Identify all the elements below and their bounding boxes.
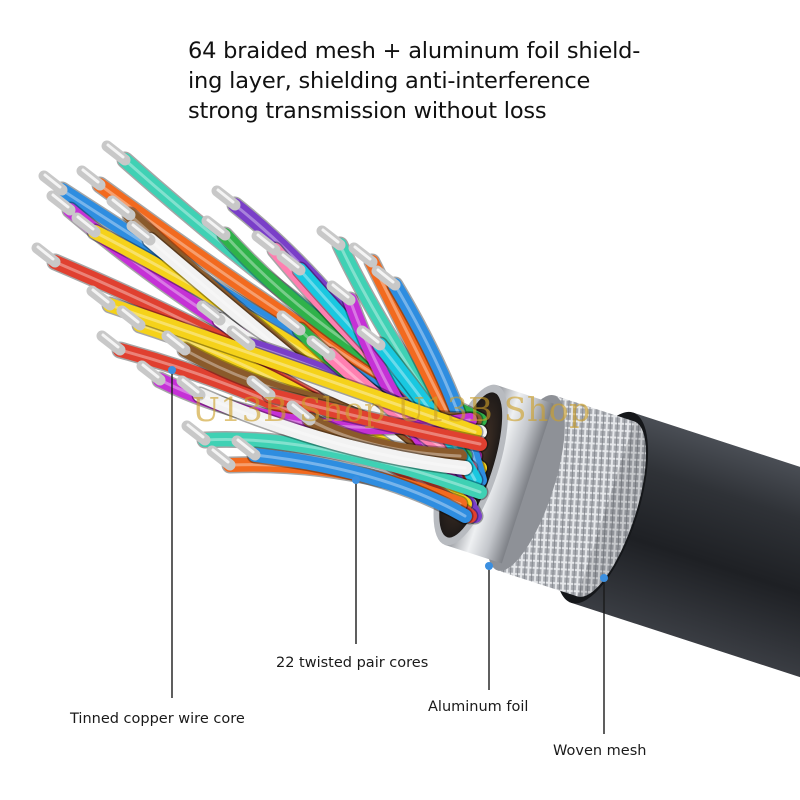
copper-tip-highlight bbox=[353, 245, 372, 261]
copper-tip-highlight bbox=[131, 223, 150, 239]
headline-line-3: strong transmission without loss bbox=[188, 98, 547, 124]
copper-tip-highlight bbox=[36, 245, 55, 261]
headline: 64 braided mesh + aluminum foil shield- … bbox=[188, 36, 668, 126]
copper-tip-highlight bbox=[361, 328, 380, 344]
wire-highlight bbox=[108, 303, 477, 434]
copper-tip-highlight bbox=[376, 268, 395, 284]
copper-tip-highlight bbox=[76, 215, 95, 231]
copper-tip-highlight bbox=[121, 308, 140, 324]
copper-tip-highlight bbox=[216, 188, 235, 204]
copper-tip-highlight bbox=[166, 333, 185, 349]
copper-tip-highlight bbox=[51, 193, 70, 209]
copper-tip-highlight bbox=[291, 403, 310, 419]
copper-tip-highlight bbox=[281, 313, 300, 329]
twisted-pair-wires bbox=[31, 140, 489, 525]
dot-tinned-copper bbox=[168, 366, 176, 374]
label-woven-mesh: Woven mesh bbox=[553, 743, 647, 759]
copper-tip-highlight bbox=[211, 448, 230, 464]
dot-twisted-pairs bbox=[352, 476, 360, 484]
label-tinned-copper-core: Tinned copper wire core bbox=[70, 711, 245, 727]
copper-tip-highlight bbox=[111, 198, 130, 214]
wire-highlight bbox=[308, 418, 462, 458]
copper-tip-highlight bbox=[311, 338, 330, 354]
wire-highlight bbox=[198, 393, 467, 470]
copper-tip-highlight bbox=[231, 328, 250, 344]
shop-watermark: U13B Shop U13B Shop bbox=[192, 390, 591, 429]
dot-aluminum-foil bbox=[485, 562, 493, 570]
copper-tip-highlight bbox=[201, 303, 220, 319]
copper-tip-highlight bbox=[106, 143, 125, 159]
copper-tip-highlight bbox=[91, 288, 110, 304]
callout-dots bbox=[168, 366, 608, 582]
dot-woven-mesh bbox=[600, 574, 608, 582]
copper-tip-highlight bbox=[43, 173, 62, 189]
copper-tip-highlight bbox=[181, 378, 200, 394]
copper-tip-highlight bbox=[206, 218, 225, 234]
insulated-wire bbox=[248, 448, 472, 523]
wire-highlight bbox=[268, 393, 482, 446]
copper-tip-highlight bbox=[281, 253, 300, 269]
insulated-wire bbox=[103, 298, 482, 439]
copper-tip-highlight bbox=[81, 168, 100, 184]
wire-highlight bbox=[393, 283, 482, 482]
insulated-wire bbox=[388, 278, 487, 487]
label-aluminum-foil: Aluminum foil bbox=[428, 699, 529, 715]
wire-highlight bbox=[253, 453, 467, 518]
headline-line-2: ing layer, shielding anti-interference bbox=[188, 68, 591, 94]
copper-tip-highlight bbox=[251, 378, 270, 394]
label-twisted-pair-cores: 22 twisted pair cores bbox=[276, 655, 429, 671]
leader-lines bbox=[171, 370, 605, 734]
copper-tip-highlight bbox=[331, 283, 350, 299]
headline-line-1: 64 braided mesh + aluminum foil shield- bbox=[188, 38, 641, 64]
copper-tip-highlight bbox=[321, 228, 340, 244]
copper-tip-highlight bbox=[141, 363, 160, 379]
copper-tip-highlight bbox=[186, 423, 205, 439]
copper-tip-highlight bbox=[236, 438, 255, 454]
copper-tip-highlight bbox=[256, 233, 275, 249]
insulated-wire bbox=[303, 413, 467, 463]
copper-tip-highlight bbox=[101, 333, 120, 349]
insulated-wire bbox=[193, 388, 472, 475]
insulated-wire bbox=[263, 388, 487, 451]
